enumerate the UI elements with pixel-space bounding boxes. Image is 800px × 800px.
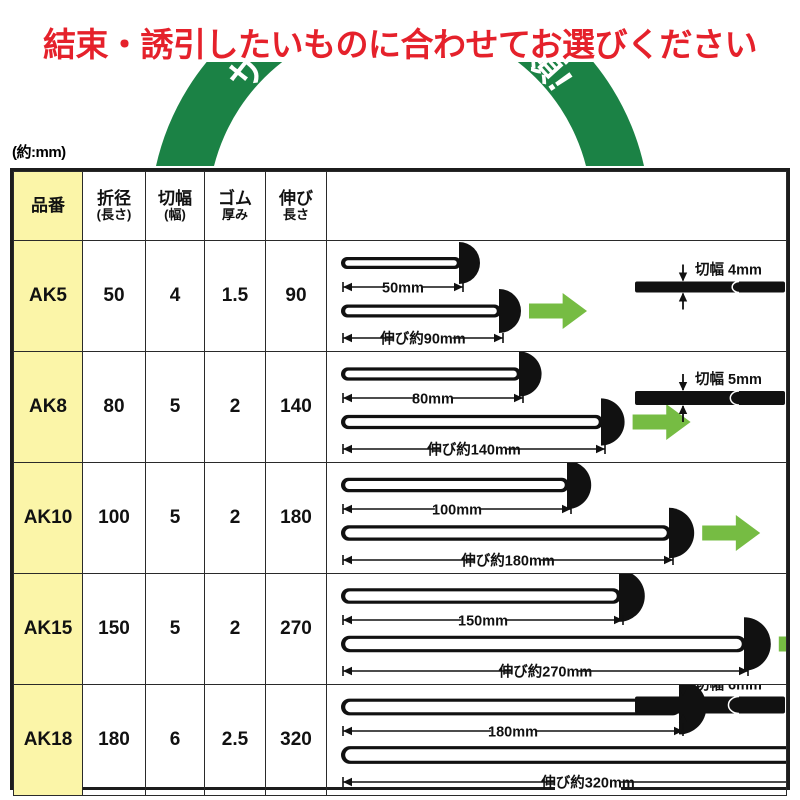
row-cell-diagram: 150mm 伸び約270mm — [326, 573, 787, 685]
svg-text:切幅 5mm: 切幅 5mm — [695, 370, 762, 388]
header-label: 折径 — [97, 189, 131, 209]
header-cell-diagram — [326, 171, 787, 241]
header-cell-stretch-length: 伸び 長さ — [265, 171, 327, 241]
row-cell-stretch-length: 180 — [265, 462, 327, 574]
row-cell-fold-diameter: 100 — [82, 462, 146, 574]
header-sublabel: (幅) — [164, 207, 186, 223]
svg-text:切幅 4mm: 切幅 4mm — [695, 261, 762, 279]
svg-text:100mm: 100mm — [432, 502, 482, 518]
row-cell-rubber-thickness: 2 — [204, 573, 266, 685]
arc-banner-text: サイズは選べる5種類! — [220, 62, 581, 98]
row-cell-stretch-length: 270 — [265, 573, 327, 685]
row-cell-code: AK5 — [13, 240, 83, 352]
row-cell-code: AK15 — [13, 573, 83, 685]
row-cell-fold-diameter: 50 — [82, 240, 146, 352]
header-label: 切幅 — [158, 189, 192, 209]
header-cell-code: 品番 — [13, 171, 83, 241]
row-cell-stretch-length: 90 — [265, 240, 327, 352]
header-sublabel: 厚み — [221, 207, 248, 223]
band-diagram: 150mm 伸び約270mm — [327, 574, 786, 684]
row-cell-diagram: 50mm 伸び約90mm 切幅 4mm — [326, 240, 787, 352]
header-sublabel: (長さ) — [96, 207, 132, 223]
svg-text:50mm: 50mm — [382, 280, 424, 296]
header-cell-fold-diameter: 折径 (長さ) — [82, 171, 146, 241]
header-label: 伸び — [279, 189, 313, 209]
svg-text:切幅 6mm: 切幅 6mm — [695, 685, 762, 694]
row-cell-stretch-length: 320 — [265, 684, 327, 796]
row-cell-cut-width: 5 — [145, 462, 205, 574]
row-cell-code: AK8 — [13, 351, 83, 463]
svg-text:伸び約140mm: 伸び約140mm — [426, 440, 520, 458]
row-cell-diagram: 80mm 伸び約140mm 切幅 5mm — [326, 351, 787, 463]
arc-banner: サイズは選べる5種類! — [150, 62, 650, 167]
table-header-row: 品番 折径 (長さ) 切幅 (幅) ゴム 厚み 伸び — [13, 171, 787, 241]
header-label: 品番 — [31, 196, 65, 216]
header-cell-rubber-thickness: ゴム 厚み — [204, 171, 266, 241]
svg-text:サイズは選べる5種類!: サイズは選べる5種類! — [220, 62, 581, 98]
header-label: ゴム — [218, 189, 252, 209]
svg-text:80mm: 80mm — [412, 391, 454, 407]
header-cell-cut-width: 切幅 (幅) — [145, 171, 205, 241]
row-cell-cut-width: 4 — [145, 240, 205, 352]
band-diagram: 80mm 伸び約140mm 切幅 5mm — [327, 352, 786, 462]
band-diagram: 180mm 伸び約320mm 切幅 6mm — [327, 685, 786, 795]
band-diagram: 50mm 伸び約90mm 切幅 4mm — [327, 241, 786, 351]
row-cell-rubber-thickness: 2 — [204, 351, 266, 463]
row-cell-diagram: 180mm 伸び約320mm 切幅 6mm — [326, 684, 787, 796]
row-cell-cut-width: 6 — [145, 684, 205, 796]
row-cell-cut-width: 5 — [145, 351, 205, 463]
svg-text:伸び約320mm: 伸び約320mm — [540, 773, 634, 791]
row-cell-stretch-length: 140 — [265, 351, 327, 463]
svg-text:伸び約90mm: 伸び約90mm — [379, 329, 465, 347]
row-cell-code: AK10 — [13, 462, 83, 574]
row-cell-diagram: 100mm 伸び約180mm — [326, 462, 787, 574]
svg-text:180mm: 180mm — [488, 724, 538, 740]
size-table: 品番 折径 (長さ) 切幅 (幅) ゴム 厚み 伸び — [10, 168, 790, 796]
row-cell-rubber-thickness: 1.5 — [204, 240, 266, 352]
row-cell-fold-diameter: 150 — [82, 573, 146, 685]
row-cell-fold-diameter: 80 — [82, 351, 146, 463]
svg-text:伸び約180mm: 伸び約180mm — [460, 551, 554, 569]
page-headline: 結束・誘引したいものに合わせてお選びください — [42, 26, 758, 63]
band-diagram: 100mm 伸び約180mm — [327, 463, 786, 573]
header-sublabel: 長さ — [282, 207, 309, 223]
row-cell-rubber-thickness: 2 — [204, 462, 266, 574]
row-cell-code: AK18 — [13, 684, 83, 796]
row-cell-fold-diameter: 180 — [82, 684, 146, 796]
svg-text:伸び約270mm: 伸び約270mm — [498, 662, 592, 680]
row-cell-rubber-thickness: 2.5 — [204, 684, 266, 796]
svg-text:150mm: 150mm — [458, 613, 508, 629]
row-cell-cut-width: 5 — [145, 573, 205, 685]
unit-note: (約:mm) — [12, 144, 66, 161]
